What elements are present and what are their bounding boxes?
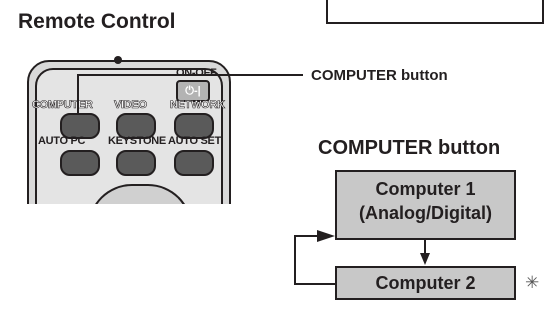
section-title: Remote Control: [18, 10, 176, 33]
leader-line-horizontal: [77, 74, 303, 76]
loop-line-top: [294, 235, 318, 237]
auto-pc-button[interactable]: [60, 150, 100, 176]
leader-line-vertical: [77, 74, 79, 114]
remote-label-network: NETWORK: [170, 99, 226, 111]
computer-button-callout: COMPUTER button: [311, 67, 448, 84]
remote-label-computer: COMPUTER: [32, 99, 93, 111]
remote-indicator-dot: [114, 56, 122, 64]
top-frame-box: [326, 0, 544, 24]
computer-1-label: Computer 1: [375, 179, 476, 199]
asterisk-note-icon: ✳: [525, 273, 540, 292]
remote-control-illustration: ON-OFF ⏻-| COMPUTER VIDEO NETWORK AUTO P…: [18, 52, 238, 204]
on-off-label: ON-OFF: [176, 67, 217, 79]
flow-title: COMPUTER button: [318, 137, 501, 159]
arrow-right-icon: [317, 230, 335, 242]
arrow-down-icon: [420, 253, 430, 265]
computer-button[interactable]: [60, 113, 100, 139]
flow-connector-down: [424, 240, 426, 254]
remote-label-video: VIDEO: [114, 99, 148, 111]
loop-line-vertical: [294, 235, 296, 285]
computer-1-box: Computer 1 (Analog/Digital): [335, 170, 516, 240]
network-button[interactable]: [174, 113, 214, 139]
computer-1-sublabel: (Analog/Digital): [359, 203, 492, 224]
remote-label-keystone: KEYSTONE: [108, 135, 166, 147]
power-button[interactable]: ⏻-|: [176, 80, 210, 102]
computer-2-box: Computer 2: [335, 266, 516, 300]
computer-2-label: Computer 2: [375, 273, 476, 293]
loop-line-bottom: [294, 283, 335, 285]
video-button[interactable]: [116, 113, 156, 139]
auto-set-button[interactable]: [174, 150, 214, 176]
power-icon: ⏻-|: [185, 85, 201, 97]
remote-label-auto-pc: AUTO PC: [38, 135, 86, 147]
remote-label-auto-set: AUTO SET: [168, 135, 222, 147]
keystone-button[interactable]: [116, 150, 156, 176]
